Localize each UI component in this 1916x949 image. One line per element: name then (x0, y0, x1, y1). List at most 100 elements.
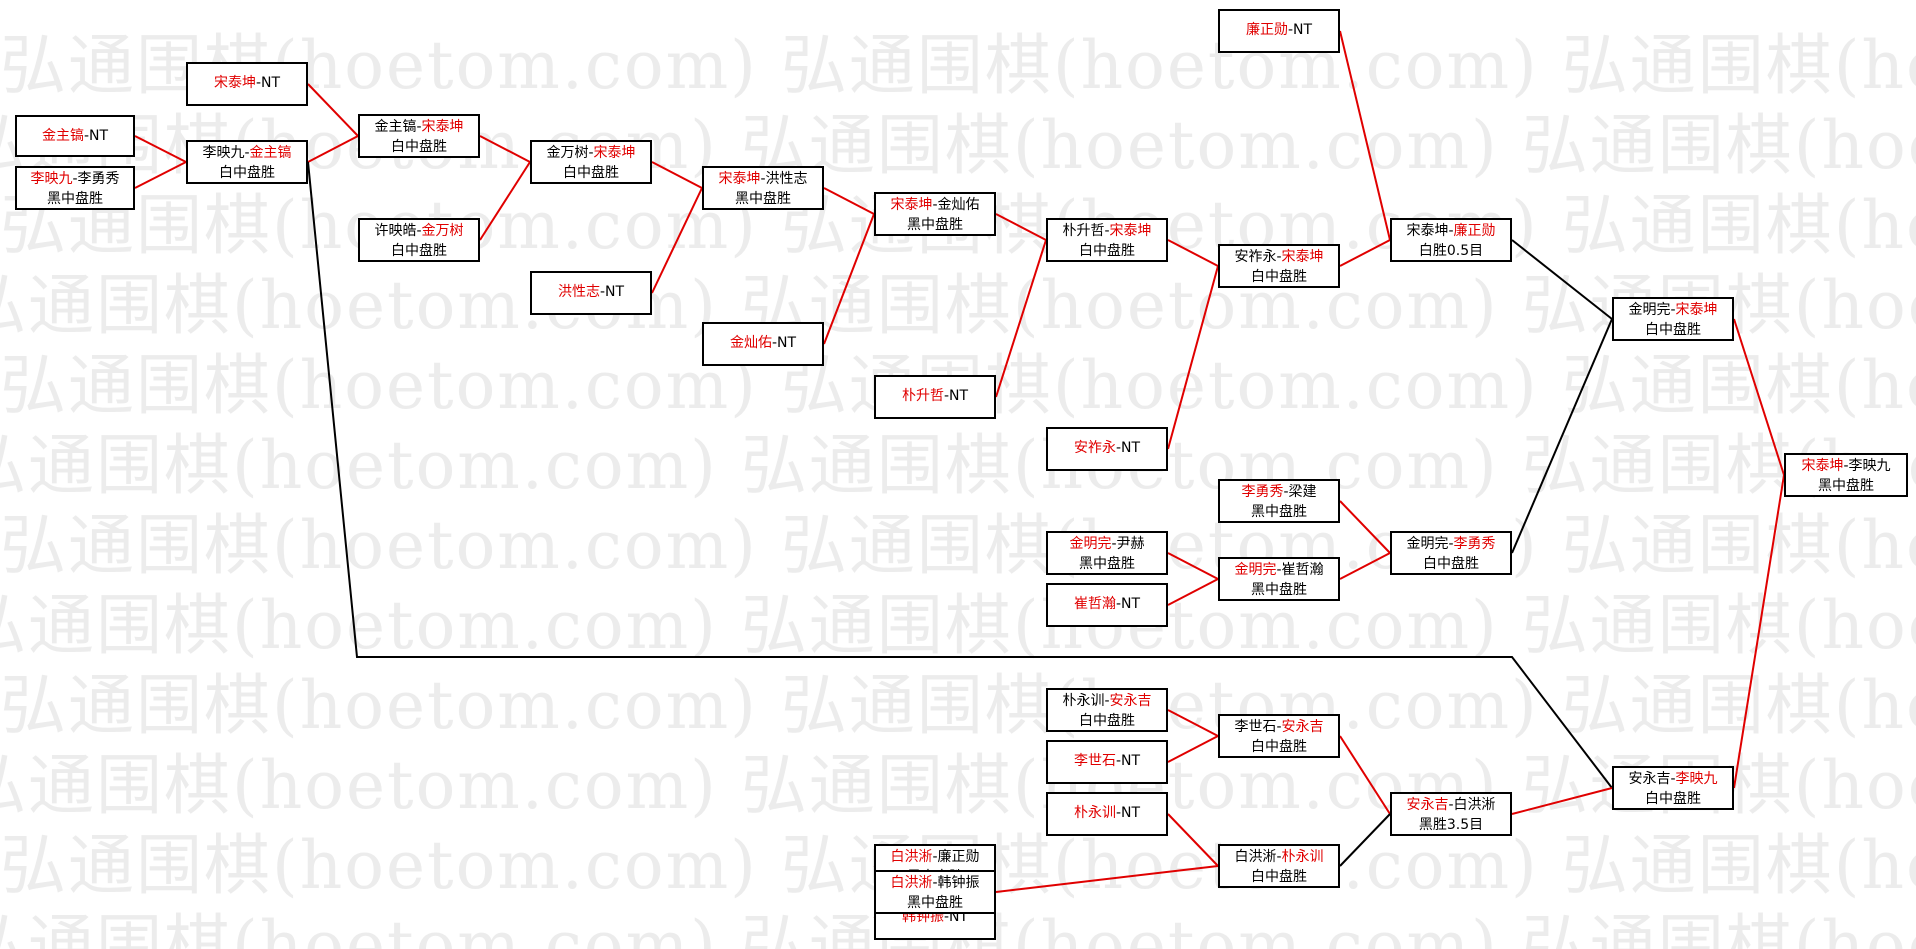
versus-dash: - (599, 284, 606, 300)
match-players: 宋泰坤-金灿佑 (876, 195, 994, 215)
winner-connector-line (134, 161, 187, 189)
player-white: 金主镐 (249, 145, 292, 161)
winner-connector-line (1167, 578, 1219, 606)
versus-dash: - (1448, 536, 1454, 552)
match-box: 金灿佑-NT (702, 322, 824, 366)
winner-connector-line (651, 161, 703, 189)
player-white: 洪性志 (765, 171, 808, 187)
match-result: 黑中盘胜 (1079, 556, 1135, 572)
player-black: 金明完 (1628, 302, 1671, 318)
match-players: 金明完-李勇秀 (1392, 534, 1510, 554)
match-result: 白中盘胜 (1079, 243, 1135, 259)
winner-connector-line (823, 187, 875, 215)
versus-dash: - (1115, 596, 1122, 612)
winner-connector-line (995, 239, 1047, 398)
match-players: 朴永训-NT (1048, 803, 1166, 823)
match-players: 金灿佑-NT (704, 333, 822, 353)
winner-connector-line (651, 187, 703, 294)
player-white: 朴永训 (1281, 849, 1324, 865)
winner-connector-line (1339, 30, 1391, 241)
match-box: 李世石-NT (1046, 740, 1168, 784)
match-box: 宋泰坤-金灿佑黑中盘胜 (874, 192, 996, 236)
player-black: 白洪淅 (890, 875, 933, 891)
match-result: 黑中盘胜 (907, 217, 963, 233)
match-players: 朴永训-安永吉 (1048, 691, 1166, 711)
match-result: 白胜0.5目 (1418, 243, 1484, 259)
player-black: 宋泰坤 (1406, 223, 1449, 239)
winner-connector-line (995, 213, 1047, 241)
player-white: 廉正勋 (937, 849, 980, 865)
player-white: 宋泰坤 (593, 145, 636, 161)
player-black: 安祚永 (1073, 440, 1116, 456)
versus-dash: - (932, 875, 938, 891)
player-white: 韩钟振 (937, 875, 980, 891)
versus-dash: - (1448, 797, 1454, 813)
match-players: 廉正勋-NT (1220, 20, 1338, 40)
player-black: 金灿佑 (729, 335, 772, 351)
player-white: NT (261, 75, 281, 91)
loser-connector-line (1511, 239, 1613, 320)
player-white: 宋泰坤 (1109, 223, 1152, 239)
match-players: 李世石-NT (1048, 751, 1166, 771)
match-result: 白中盘胜 (219, 165, 275, 181)
player-white: 李映九 (1848, 458, 1891, 474)
player-white: NT (1121, 440, 1141, 456)
player-black: 李勇秀 (1241, 484, 1284, 500)
player-white: 金灿佑 (937, 197, 980, 213)
player-black: 宋泰坤 (213, 75, 256, 91)
player-white: 李勇秀 (77, 171, 120, 187)
versus-dash: - (1276, 562, 1282, 578)
versus-dash: - (932, 849, 938, 865)
match-players: 金主镐-NT (17, 126, 133, 146)
match-box: 洪性志-NT (530, 271, 652, 315)
player-white: 崔哲瀚 (1281, 562, 1324, 578)
player-white: NT (1121, 753, 1141, 769)
loser-connector-line (307, 161, 1613, 789)
player-black: 白洪淅 (890, 849, 933, 865)
player-black: 金万树 (546, 145, 589, 161)
match-box: 朴永训-NT (1046, 792, 1168, 836)
player-black: 朴永训 (1073, 805, 1116, 821)
versus-dash: - (1115, 440, 1122, 456)
match-result: 白中盘胜 (391, 243, 447, 259)
match-box: 金明完-李勇秀白中盘胜 (1390, 531, 1512, 575)
loser-connector-line (1511, 318, 1613, 554)
match-players: 金万树-宋泰坤 (532, 143, 650, 163)
player-black: 朴升哲 (1062, 223, 1105, 239)
loser-connector-line (1339, 813, 1391, 867)
player-white: 尹赫 (1116, 536, 1145, 552)
player-white: 宋泰坤 (1675, 302, 1718, 318)
player-black: 白洪淅 (1234, 849, 1277, 865)
match-result: 白中盘胜 (1251, 269, 1307, 285)
match-box: 朴升哲-宋泰坤白中盘胜 (1046, 218, 1168, 262)
match-players: 金主镐-宋泰坤 (360, 117, 478, 137)
player-black: 安永吉 (1628, 771, 1671, 787)
versus-dash: - (943, 909, 950, 925)
match-box: 安祚永-NT (1046, 427, 1168, 471)
versus-dash: - (1104, 223, 1110, 239)
versus-dash: - (244, 145, 250, 161)
match-players: 金明完-崔哲瀚 (1220, 560, 1338, 580)
match-result: 白中盘胜 (563, 165, 619, 181)
match-result: 黑中盘胜 (1818, 478, 1874, 494)
winner-connector-line (307, 83, 359, 137)
player-black: 廉正勋 (1245, 22, 1288, 38)
match-box: 宋泰坤-李映九黑中盘胜 (1784, 453, 1908, 497)
winner-connector-line (1339, 735, 1391, 815)
player-black: 许映皓 (374, 223, 417, 239)
match-players: 洪性志-NT (532, 282, 650, 302)
match-box: 李勇秀-梁建黑中盘胜 (1218, 479, 1340, 523)
winner-connector-line (1339, 552, 1391, 580)
match-players: 李映九-李勇秀 (17, 169, 133, 189)
versus-dash: - (771, 335, 778, 351)
versus-dash: - (943, 388, 950, 404)
player-white: 安永吉 (1281, 719, 1324, 735)
match-players: 许映皓-金万树 (360, 221, 478, 241)
versus-dash: - (932, 197, 938, 213)
match-box: 安祚永-宋泰坤白中盘胜 (1218, 244, 1340, 288)
player-white: NT (1293, 22, 1313, 38)
versus-dash: - (588, 145, 594, 161)
versus-dash: - (1670, 771, 1676, 787)
match-players: 安祚永-宋泰坤 (1220, 247, 1338, 267)
player-black: 崔哲瀚 (1073, 596, 1116, 612)
